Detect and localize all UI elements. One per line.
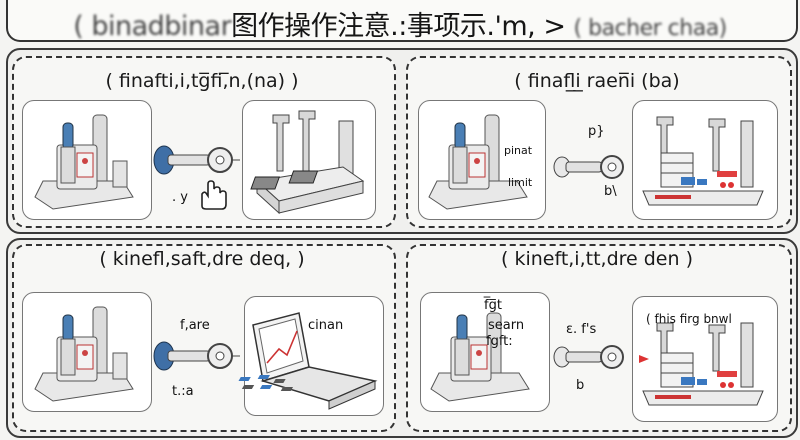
panel-1-title: ( finafti,i,tg̅fi,̅n,(na) ) xyxy=(105,70,299,92)
panel-3-device xyxy=(22,292,152,412)
panel-1-below-key-label: . y xyxy=(172,190,188,205)
panel-1-device xyxy=(22,100,152,220)
panel-4-lower-label: b xyxy=(576,378,585,393)
pointing-hand-icon xyxy=(201,180,227,210)
panel-2-device-label-b: limit xyxy=(508,176,533,189)
panel-3-title: ( kinefl,saft,dre deq, ) xyxy=(99,248,305,270)
title-suffix: 'm, > xyxy=(494,11,566,42)
lock-device-icon xyxy=(34,306,134,402)
panel-4-title: ( kineft,i,tt,dre den ) xyxy=(501,248,693,270)
panel-4-device-label-a: f̅g̅t xyxy=(484,298,502,313)
panel-2-device xyxy=(418,100,546,220)
tool-rack-with-controls-icon xyxy=(639,322,764,406)
panel-2-device-label-a: pinat xyxy=(504,144,533,157)
panel-4-target-caption: ( fhis firg bnwl xyxy=(646,312,732,326)
panel-3-upper-label: f,are xyxy=(180,318,210,333)
page-title: ( binadbinar图作操作注意.:事项示.'m, > ( bacher c… xyxy=(0,4,800,43)
key-icon xyxy=(153,145,240,175)
panel-2-lower-label: b\ xyxy=(604,184,617,199)
tool-rack-with-controls-icon xyxy=(642,116,764,206)
key-icon xyxy=(553,345,624,369)
key-icon xyxy=(153,341,240,371)
panel-4-target xyxy=(632,296,778,422)
title-main: 图作操作注意.:事项示. xyxy=(231,11,495,42)
panel-4-upper-label: ε. f's xyxy=(566,322,597,337)
tool-box-machine-icon xyxy=(250,110,365,215)
key-icon xyxy=(553,155,624,179)
panel-2-upper-label: p} xyxy=(588,124,605,139)
panel-3-target xyxy=(238,296,384,416)
panel-3-screen-label: cinan xyxy=(308,318,344,333)
title-tail: ( bacher chaa) xyxy=(573,16,728,41)
title-prefix: ( binadbinar xyxy=(73,11,232,42)
title-band xyxy=(6,0,798,42)
panel-3-lower-label: t.:a xyxy=(172,384,194,399)
lock-device-icon xyxy=(34,114,134,210)
panel-2-target xyxy=(632,100,778,220)
panel-4-device-label-c: fgft: xyxy=(486,334,513,349)
panel-4-device-label-b: searn xyxy=(488,318,525,333)
lock-device-icon xyxy=(428,114,528,210)
panel-1-target xyxy=(242,100,376,220)
panel-4-device xyxy=(420,292,550,412)
lock-device-icon xyxy=(430,312,530,402)
laptop-keyboard-icon xyxy=(238,312,378,410)
panel-2-title: ( finafl̲i̲ raen̅i (ba) xyxy=(514,70,680,92)
